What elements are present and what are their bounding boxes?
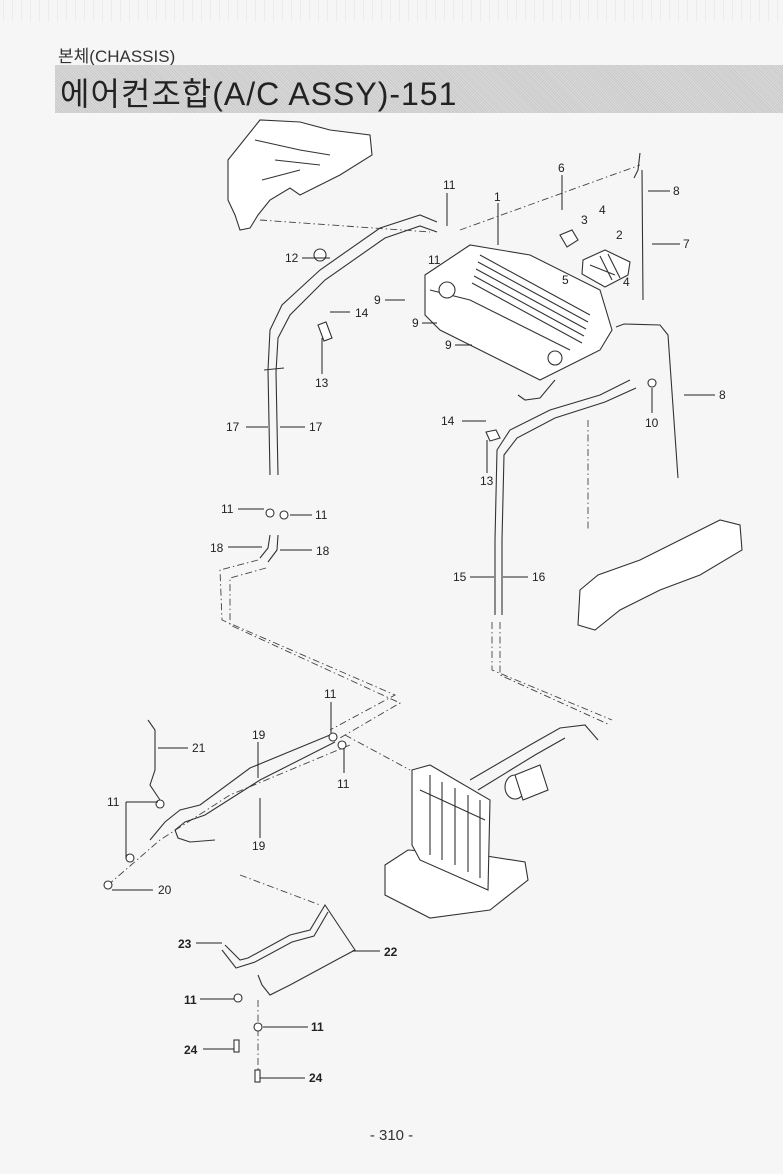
- drain-hose-lower: [615, 323, 679, 479]
- callout-8: 8: [673, 184, 680, 198]
- condenser-compressor: [384, 724, 599, 919]
- callout-1: 1: [494, 190, 501, 204]
- callout-2: 2: [616, 228, 623, 242]
- elbows-18: [259, 534, 279, 563]
- callout-3: 3: [581, 213, 588, 227]
- callout-21: 21: [192, 741, 206, 755]
- callout-18: 18: [316, 544, 330, 558]
- callout-24: 24: [184, 1043, 198, 1057]
- callout-11: 11: [443, 178, 456, 192]
- callout-10: 10: [645, 416, 659, 430]
- callout-11: 11: [337, 777, 350, 791]
- callout-9: 9: [374, 293, 381, 307]
- callout-4: 4: [599, 203, 606, 217]
- callout-20: 20: [158, 883, 172, 897]
- callout-12: 12: [285, 251, 299, 265]
- upper-duct: [227, 119, 373, 231]
- callout-15: 15: [453, 570, 467, 584]
- callout-7: 7: [683, 237, 690, 251]
- callout-18: 18: [210, 541, 224, 555]
- callout-labels: 11 11 1 6 4 3 2 5 4 8 7 12 14 9 9 9 13 8…: [107, 161, 726, 1085]
- callout-17: 17: [226, 420, 240, 434]
- callout-5: 5: [562, 273, 569, 287]
- hoses-22-23: [221, 903, 356, 996]
- hvac-unit: [424, 244, 613, 381]
- callout-16: 16: [532, 570, 546, 584]
- callout-11: 11: [428, 253, 441, 267]
- callout-14: 14: [441, 414, 455, 428]
- callout-22: 22: [384, 945, 398, 959]
- page-number: - 310 -: [369, 1127, 414, 1144]
- callout-11: 11: [315, 508, 328, 522]
- callout-6: 6: [558, 161, 565, 175]
- leader-lines: [112, 175, 715, 1079]
- title-bar: 에어컨조합(A/C ASSY)-151: [55, 65, 783, 113]
- callout-13: 13: [480, 474, 494, 488]
- callout-19: 19: [252, 839, 266, 853]
- dash-lines: [107, 164, 641, 1080]
- callout-23: 23: [178, 937, 192, 951]
- callout-9: 9: [445, 338, 452, 352]
- callout-14: 14: [355, 306, 369, 320]
- hoses-17: [263, 214, 438, 476]
- callout-17: 17: [309, 420, 323, 434]
- callout-24: 24: [309, 1071, 323, 1085]
- section-heading: 본체(CHASSIS): [58, 47, 176, 66]
- drain-hose-upper: [633, 152, 644, 301]
- callout-11: 11: [221, 502, 234, 516]
- filter-assembly: [559, 229, 631, 288]
- callout-11: 11: [184, 993, 197, 1007]
- callout-13: 13: [315, 376, 329, 390]
- callout-4: 4: [623, 275, 630, 289]
- lower-duct: [577, 519, 743, 631]
- hoses-15-16: [494, 379, 637, 615]
- callout-9: 9: [412, 316, 419, 330]
- fasteners: [125, 248, 657, 1083]
- page-title: 에어컨조합(A/C ASSY)-151: [60, 76, 458, 112]
- callout-19: 19: [252, 728, 266, 742]
- scan-artifact-header: [0, 0, 783, 22]
- callout-8: 8: [719, 388, 726, 402]
- hoses-19-21: [103, 719, 336, 890]
- callout-11: 11: [107, 795, 120, 809]
- callout-11: 11: [311, 1020, 324, 1034]
- callout-11: 11: [324, 687, 337, 701]
